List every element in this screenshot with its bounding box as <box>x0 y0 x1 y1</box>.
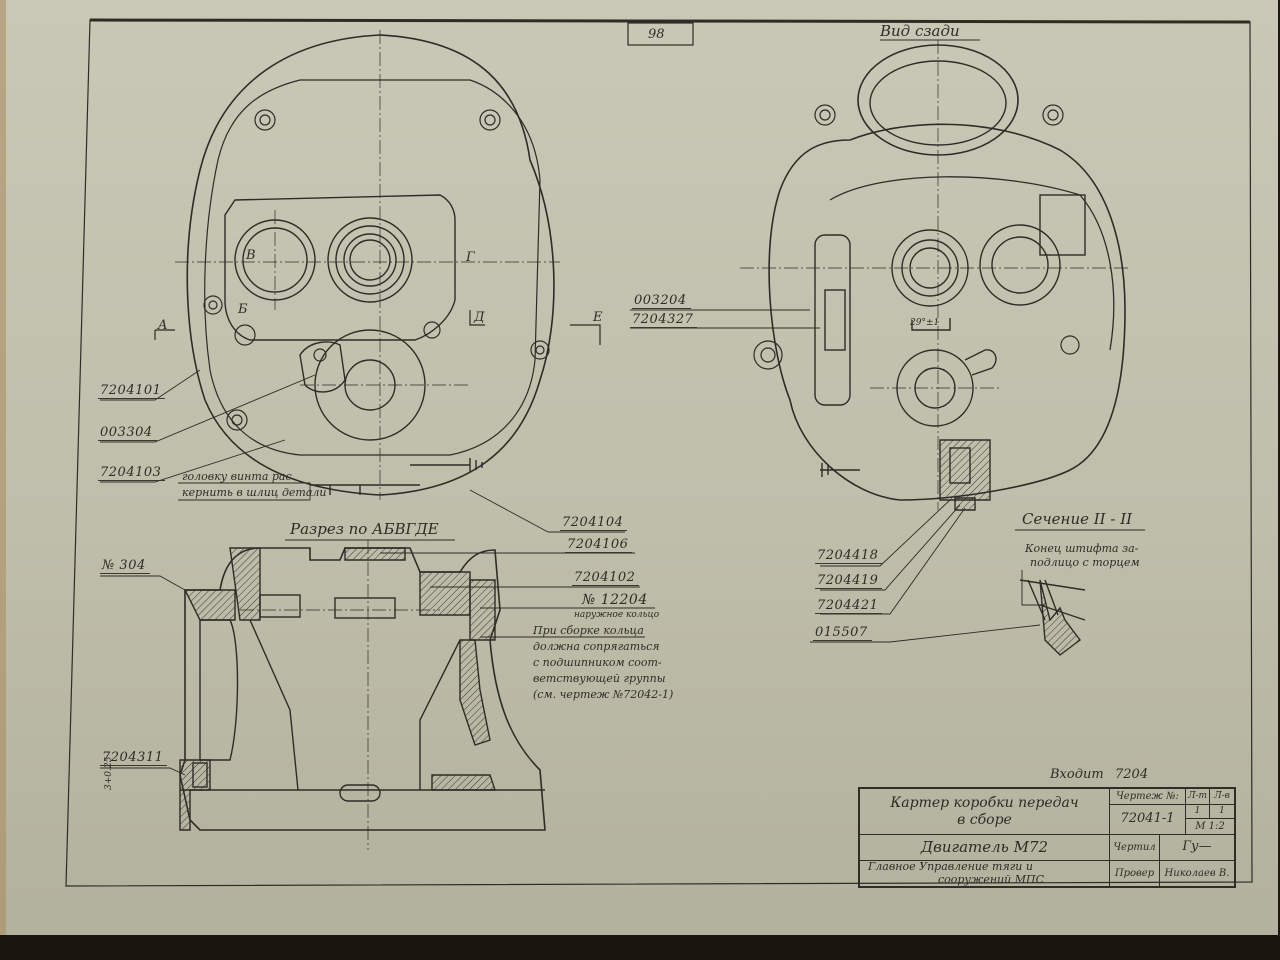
assembly-note-line1: При сборке кольца <box>533 624 644 637</box>
section-marker-e: Е <box>593 310 603 325</box>
pin-note-line2: подлицо с торцем <box>1030 556 1140 569</box>
callout-7204104: 7204104 <box>560 515 628 531</box>
callout-7204102: 7204102 <box>572 570 640 586</box>
sheets-value: 1 <box>1210 805 1234 819</box>
section-title: Разрез по АБВГДЕ <box>290 520 439 538</box>
assembly-note-line4: ветствующей группы <box>533 672 666 685</box>
drawing-no-label: Чертеж №: <box>1110 789 1186 805</box>
drawn-label: Чертил <box>1110 835 1160 861</box>
section-marker-g: Г <box>466 250 475 265</box>
part-name-cell: Картер коробки передач в сборе <box>860 789 1110 835</box>
org-line2: сооружений МПС <box>938 872 1045 886</box>
sheet-label: Л-т <box>1186 789 1210 805</box>
assembly-note-line3: с подшипником соот- <box>533 656 662 669</box>
engine-name: Двигатель М72 <box>860 835 1110 861</box>
checked-name: Николаев В. <box>1164 867 1230 879</box>
leader-lines <box>100 39 1145 776</box>
rear-view-title: Вид сзади <box>880 22 960 40</box>
assembly-note-line5: (см. чертеж №72042-1) <box>533 688 674 701</box>
section-marker-a: A <box>158 318 168 333</box>
section-marker-d: Д <box>474 310 485 325</box>
drawing-frame <box>65 18 1253 887</box>
part-name-line1: Картер коробки передач <box>890 795 1079 812</box>
callout-7204421: 7204421 <box>815 598 883 614</box>
callout-015507: 015507 <box>813 625 872 641</box>
drawn-signature: Гу— <box>1160 835 1234 861</box>
callout-7204103: 7204103 <box>98 465 166 481</box>
organization-cell: Главное Управление тяги и сооружений МПС <box>860 859 1110 886</box>
part-name-line2: в сборе <box>957 811 1012 828</box>
section-view <box>179 540 546 850</box>
org-line1: Главное Управление тяги и <box>868 859 1033 873</box>
callout-12204: № 12204 <box>582 592 648 608</box>
section-ii-detail <box>1019 570 1086 656</box>
included-in-label: Входит <box>1050 767 1104 782</box>
callout-003204: 003204 <box>632 293 691 309</box>
section-marker-v: В <box>246 248 256 263</box>
callout-7204106: 7204106 <box>565 537 633 553</box>
rear-view <box>740 40 1130 511</box>
callout-7204418: 7204418 <box>815 548 883 564</box>
scale: М 1:2 <box>1186 819 1234 835</box>
sheet-value: 1 <box>1186 805 1210 819</box>
page-number-box <box>627 22 694 46</box>
drawing-number: 72041-1 <box>1110 805 1186 835</box>
sheets-label: Л-в <box>1210 789 1234 805</box>
table-background <box>0 935 1280 960</box>
callout-304: № 304 <box>100 558 150 574</box>
included-in-value: 7204 <box>1115 767 1149 782</box>
callout-7204327: 7204327 <box>630 312 698 328</box>
pin-note-line1: Конец штифта за- <box>1025 542 1139 555</box>
page-number: 98 <box>648 27 665 42</box>
checked-label: Провер <box>1110 861 1160 886</box>
sheet-binding-edge <box>0 0 6 940</box>
assembly-note-line2: должна сопрягаться <box>533 640 660 653</box>
front-view <box>154 30 601 500</box>
screw-note-line2: кернить в шлиц детали <box>182 486 327 499</box>
callout-7204101: 7204101 <box>98 383 166 399</box>
callout-003304: 003304 <box>98 425 157 441</box>
callout-12204-sub: наружное кольцо <box>574 610 660 620</box>
callout-7204419: 7204419 <box>815 573 883 589</box>
screw-note-line1: головку винта рас <box>182 470 292 483</box>
section-detail-title: Сечение II - II <box>1022 510 1133 528</box>
section-marker-b: Б <box>238 302 248 317</box>
callout-7204311: 7204311 <box>100 750 168 766</box>
title-block: Картер коробки передач в сборе Чертеж №:… <box>858 787 1236 888</box>
angle-dimension: 29°±1 <box>910 318 940 328</box>
drawing-sheet <box>0 0 1278 942</box>
